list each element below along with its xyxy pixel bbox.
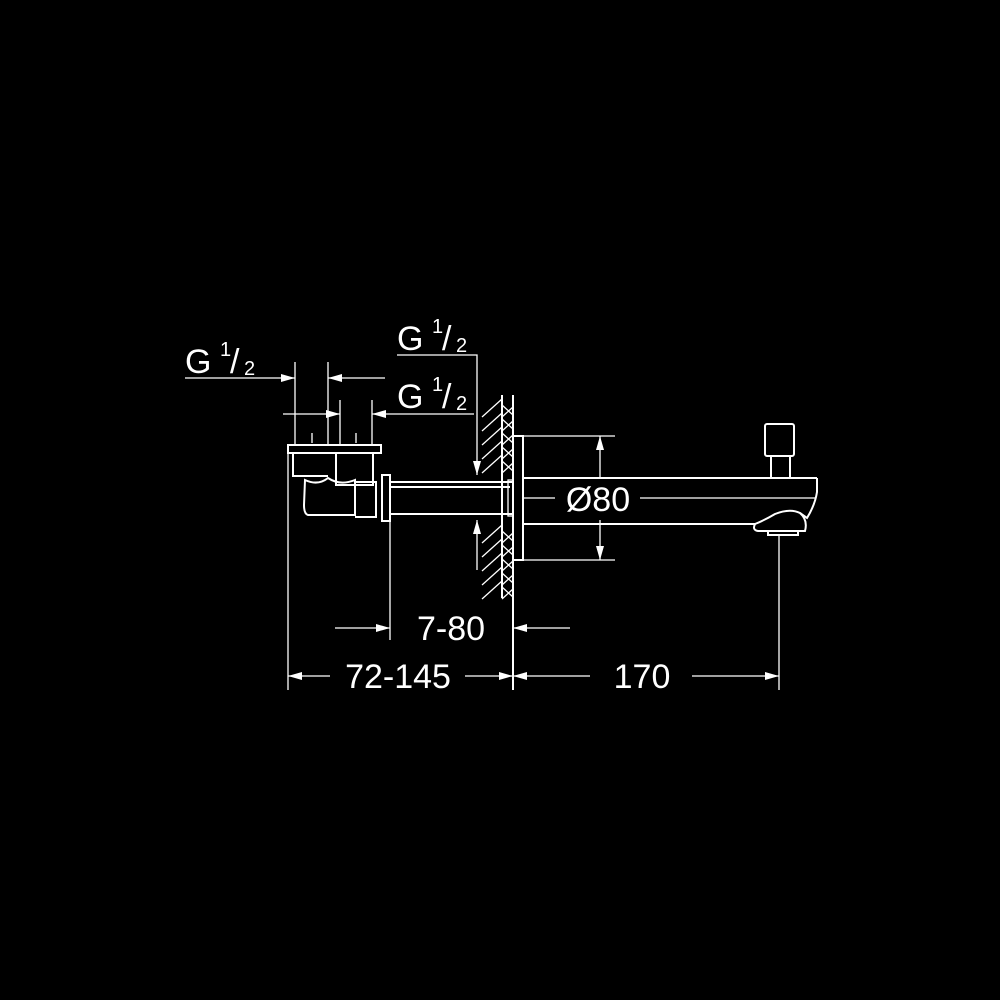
thread-slash: / [442,320,452,358]
hatch-line [481,412,503,432]
thread-letter: G [397,378,423,416]
body-length-dimension: 72-145 [345,658,451,696]
thread-numerator: 1 [432,316,443,338]
thread-letter: G [185,343,211,381]
thread-denominator: 2 [456,393,467,415]
hatch-line [481,426,503,446]
hatch-line [481,454,503,474]
thread-numerator: 1 [220,339,231,361]
thread-label-mid: G 1 / 2 [397,374,467,416]
projection-dimension: 170 [614,658,671,696]
hatch-line [481,440,503,460]
hatch-line [481,538,503,558]
hatch-line [501,432,514,446]
hatch-line [481,566,503,586]
hatch-line [501,460,514,474]
thread-label-top: G 1 / 2 [397,316,467,358]
thread-slash: / [230,343,240,381]
thread-numerator: 1 [432,374,443,396]
inlet-connectors [287,433,382,518]
hatch-line [481,524,503,544]
thread-letter: G [397,320,423,358]
hatch-line [501,572,514,586]
hatch-line [501,418,514,432]
hatch-line [481,580,503,600]
wall [481,395,514,690]
connection-pipe [381,474,514,522]
extension-lines [287,362,780,690]
hatch-line [501,530,514,544]
hatch-line [481,552,503,572]
rosette [512,435,524,561]
hatch-line [501,544,514,558]
hatch-line [481,398,503,418]
hatch-line [501,404,514,418]
diameter-dimension: Ø80 [566,481,630,519]
hatch-line [501,446,514,460]
dimension-arrows [281,374,779,680]
thread-denominator: 2 [244,358,255,380]
hatch-line [501,558,514,572]
hatch-line [501,586,514,600]
thread-denominator: 2 [456,335,467,357]
thread-label-left: G 1 / 2 [185,339,255,381]
thread-slash: / [442,378,452,416]
bath-spout [523,423,818,536]
wall-depth-dimension: 7-80 [417,610,485,648]
